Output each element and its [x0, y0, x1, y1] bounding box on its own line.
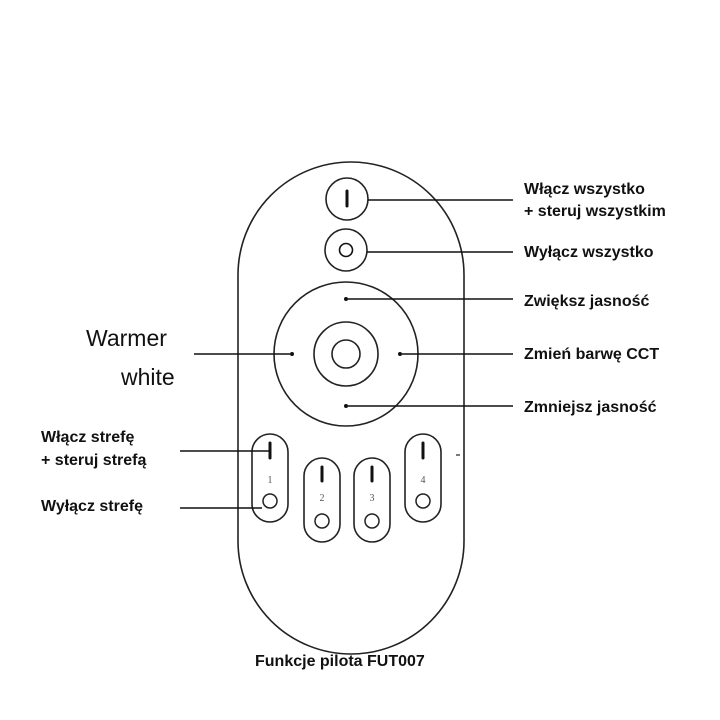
- label-warmer-line2: white: [121, 364, 175, 390]
- zone-3-off-icon: [364, 513, 380, 529]
- zone-1-button[interactable]: 1: [251, 433, 289, 523]
- zone-1-off-icon: [262, 493, 278, 509]
- label-off-all: Wyłącz wszystko: [524, 244, 654, 261]
- all-on-button[interactable]: [325, 177, 369, 221]
- label-on-all-line1: Włącz wszystko: [524, 181, 645, 198]
- label-warmer-line1: Warmer: [86, 325, 167, 351]
- label-zone-off: Wyłącz strefę: [41, 498, 143, 515]
- zone-4-off-icon: [415, 493, 431, 509]
- zone-2-number: 2: [320, 493, 325, 504]
- all-off-button[interactable]: [324, 228, 368, 272]
- label-zone-on-line1: Włącz strefę: [41, 429, 135, 446]
- zone-2-button[interactable]: 2: [303, 457, 341, 543]
- zone-3-number: 3: [370, 493, 375, 504]
- change-cct-dot[interactable]: [398, 352, 402, 356]
- zone-4-number: 4: [421, 475, 426, 486]
- callout-lines: [180, 199, 513, 509]
- label-on-all-line2: + steruj wszystkim: [524, 203, 666, 220]
- zone-3-button[interactable]: 3: [353, 457, 391, 543]
- zone-1-number: 1: [268, 475, 273, 486]
- warmer-white-dot[interactable]: [290, 352, 294, 356]
- brightness-up-dot[interactable]: [344, 297, 348, 301]
- power-off-icon: [338, 242, 354, 258]
- label-change-cct: Zmień barwę CCT: [524, 346, 660, 363]
- label-brightness-up: Zwiększ jasność: [524, 293, 650, 310]
- zone-4-button[interactable]: 4: [404, 433, 442, 523]
- label-brightness-down: Zmniejsz jasność: [524, 399, 657, 416]
- center-button[interactable]: [313, 321, 379, 387]
- label-zone-on-line2: + steruj strefą: [41, 452, 147, 469]
- zone-2-off-icon: [314, 513, 330, 529]
- center-ring-icon: [331, 339, 361, 369]
- brightness-down-dot[interactable]: [344, 404, 348, 408]
- diagram-caption: Funkcje pilota FUT007: [255, 653, 425, 670]
